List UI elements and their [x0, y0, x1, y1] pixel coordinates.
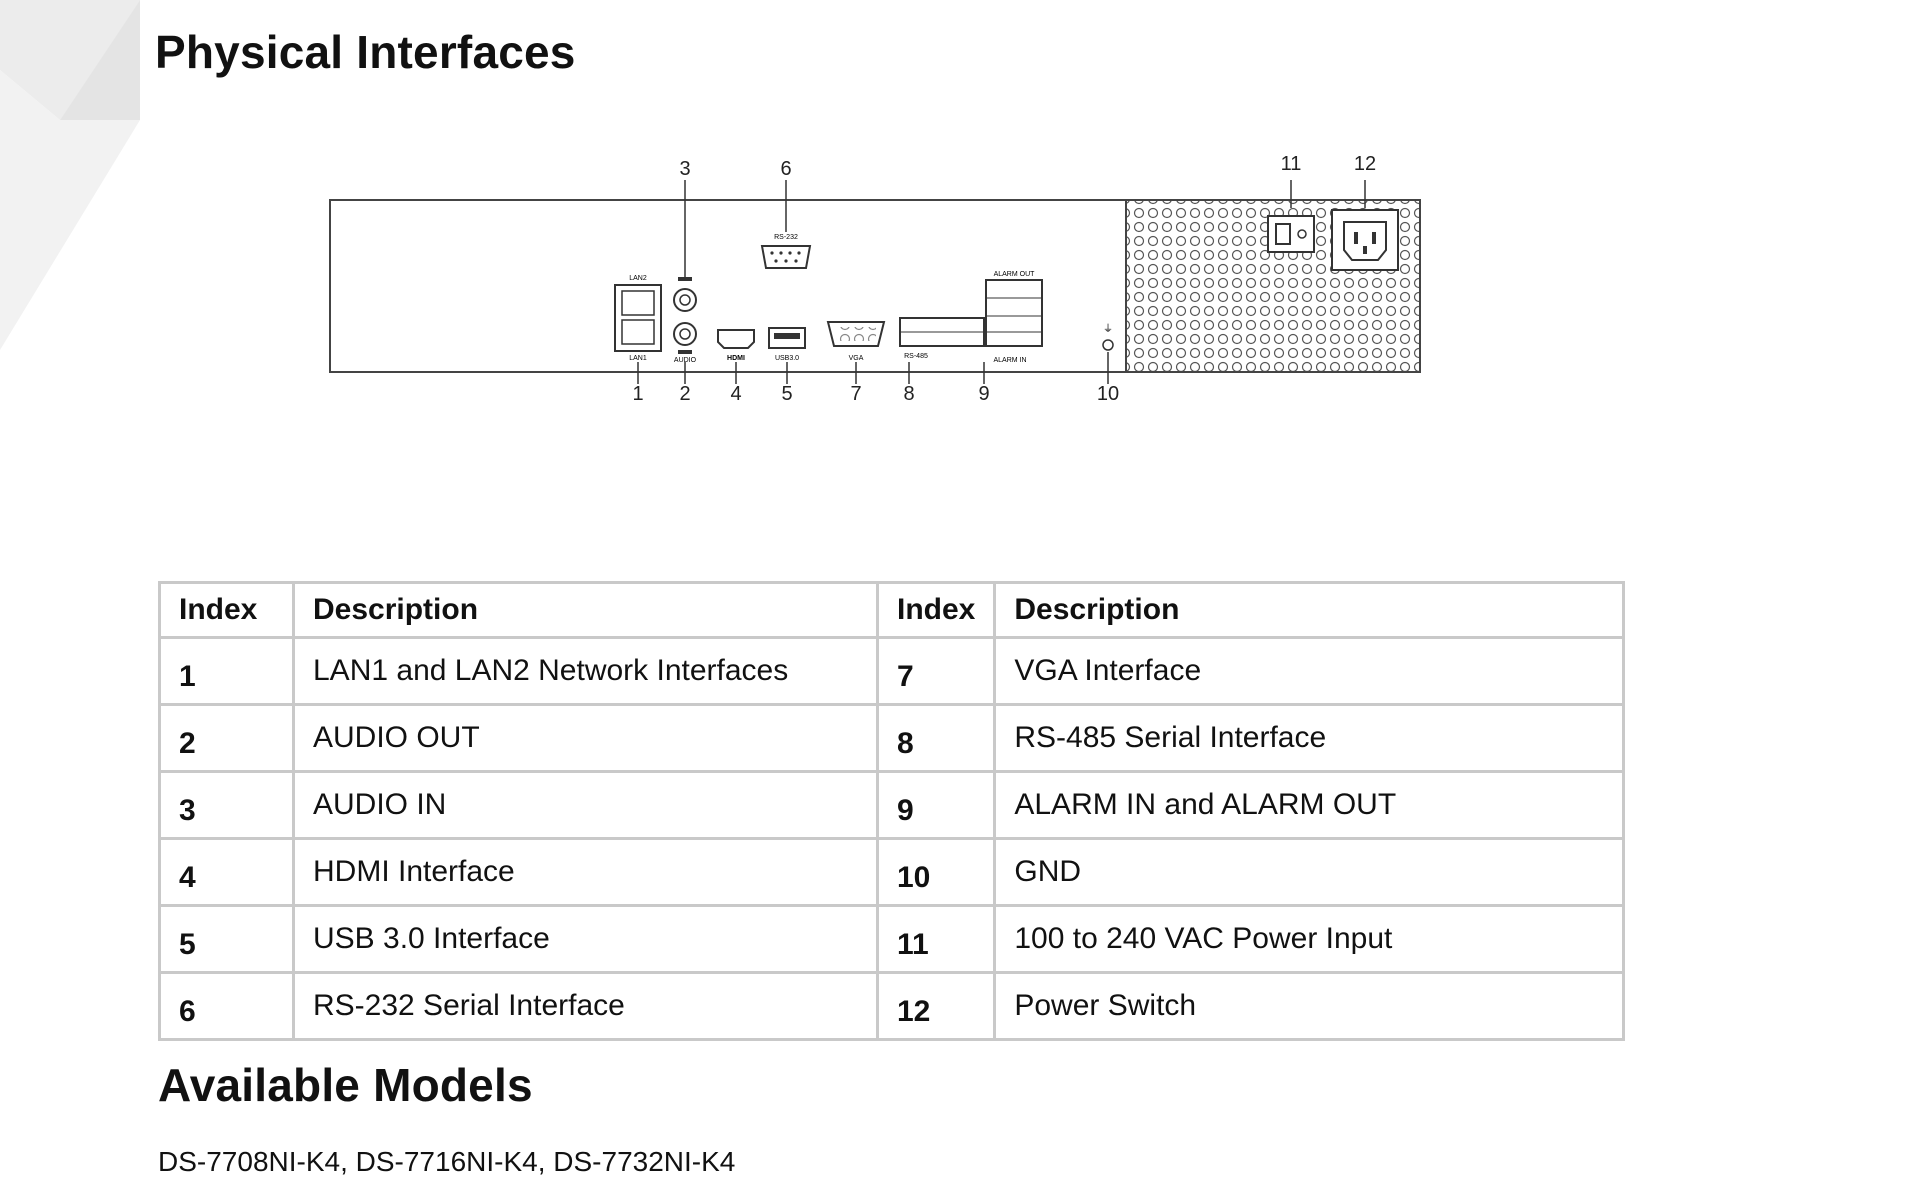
header-index: Index — [158, 581, 295, 639]
section-title-models: Available Models — [158, 1059, 533, 1111]
page-title: Physical Interfaces — [155, 26, 576, 78]
audio-port-icon — [673, 288, 697, 312]
description-cell: VGA Interface — [993, 636, 1625, 706]
callout-11: 11 — [1281, 153, 1302, 175]
callout-1: 1 — [632, 383, 643, 405]
index-cell: 2 — [158, 703, 295, 773]
description-cell: AUDIO IN — [292, 770, 879, 840]
description-cell: LAN1 and LAN2 Network Interfaces — [292, 636, 879, 706]
index-cell: 4 — [158, 837, 295, 907]
usb-label: USB3.0 — [775, 355, 799, 362]
index-cell: 8 — [875, 703, 997, 773]
index-cell: 10 — [875, 837, 997, 907]
rs232-label: RS-232 — [774, 234, 798, 241]
hdmi-label: HDMI — [727, 355, 745, 362]
callout-7: 7 — [850, 383, 861, 405]
description-cell: HDMI Interface — [292, 837, 879, 907]
header-description: Description — [292, 581, 879, 639]
table-row: 5 USB 3.0 Interface 11 100 to 240 VAC Po… — [158, 904, 1625, 974]
index-cell: 12 — [875, 971, 997, 1041]
table-row: 2 AUDIO OUT 8 RS-485 Serial Interface — [158, 703, 1625, 773]
table-row: 6 RS-232 Serial Interface 12 Power Switc… — [158, 971, 1625, 1041]
description-cell: AUDIO OUT — [292, 703, 879, 773]
description-cell: Power Switch — [993, 971, 1625, 1041]
interface-table: Index Description Index Description 1 LA… — [158, 581, 1625, 1041]
header-description: Description — [993, 581, 1625, 639]
callout-2: 2 — [679, 383, 690, 405]
callout-9: 9 — [978, 383, 989, 405]
index-cell: 1 — [158, 636, 295, 706]
description-cell: USB 3.0 Interface — [292, 904, 879, 974]
description-cell: ALARM IN and ALARM OUT — [993, 770, 1625, 840]
svg-text:⏚: ⏚ — [1103, 323, 1113, 335]
lan1-label: LAN1 — [629, 355, 647, 362]
callout-10: 10 — [1097, 383, 1119, 405]
header-index: Index — [875, 581, 997, 639]
alarm-out-label: ALARM OUT — [994, 271, 1036, 278]
index-cell: 9 — [875, 770, 997, 840]
table-row: 3 AUDIO IN 9 ALARM IN and ALARM OUT — [158, 770, 1625, 840]
hdmi-port-icon — [717, 329, 755, 349]
alarm-in-label: ALARM IN — [993, 357, 1026, 364]
callout-12: 12 — [1354, 153, 1376, 175]
index-cell: 5 — [158, 904, 295, 974]
table-row: 1 LAN1 and LAN2 Network Interfaces 7 VGA… — [158, 636, 1625, 706]
callout-8: 8 — [903, 383, 914, 405]
models-list: DS-7708NI-K4, DS-7716NI-K4, DS-7732NI-K4 — [158, 1146, 736, 1177]
gnd-icon — [1102, 339, 1114, 351]
description-cell: RS-232 Serial Interface — [292, 971, 879, 1041]
description-cell: GND — [993, 837, 1625, 907]
corner-decoration — [0, 0, 140, 350]
rear-panel-diagram: LAN2 LAN1 AUDIO HDMI USB3.0 RS-232 VGA R… — [329, 153, 1421, 405]
description-cell: RS-485 Serial Interface — [993, 703, 1625, 773]
index-cell: 3 — [158, 770, 295, 840]
callout-4: 4 — [730, 383, 741, 405]
vga-label: VGA — [849, 355, 864, 362]
rs232-port-icon — [760, 245, 812, 269]
description-cell: 100 to 240 VAC Power Input — [993, 904, 1625, 974]
rs485-label: RS-485 — [904, 353, 928, 360]
callout-3: 3 — [679, 158, 690, 180]
table-row: 4 HDMI Interface 10 GND — [158, 837, 1625, 907]
lan2-label: LAN2 — [629, 275, 647, 282]
index-cell: 7 — [875, 636, 997, 706]
audio-label: AUDIO — [674, 357, 697, 364]
callout-6: 6 — [780, 158, 791, 180]
callout-5: 5 — [781, 383, 792, 405]
index-cell: 11 — [875, 904, 997, 974]
index-cell: 6 — [158, 971, 295, 1041]
table-header-row: Index Description Index Description — [158, 581, 1625, 639]
